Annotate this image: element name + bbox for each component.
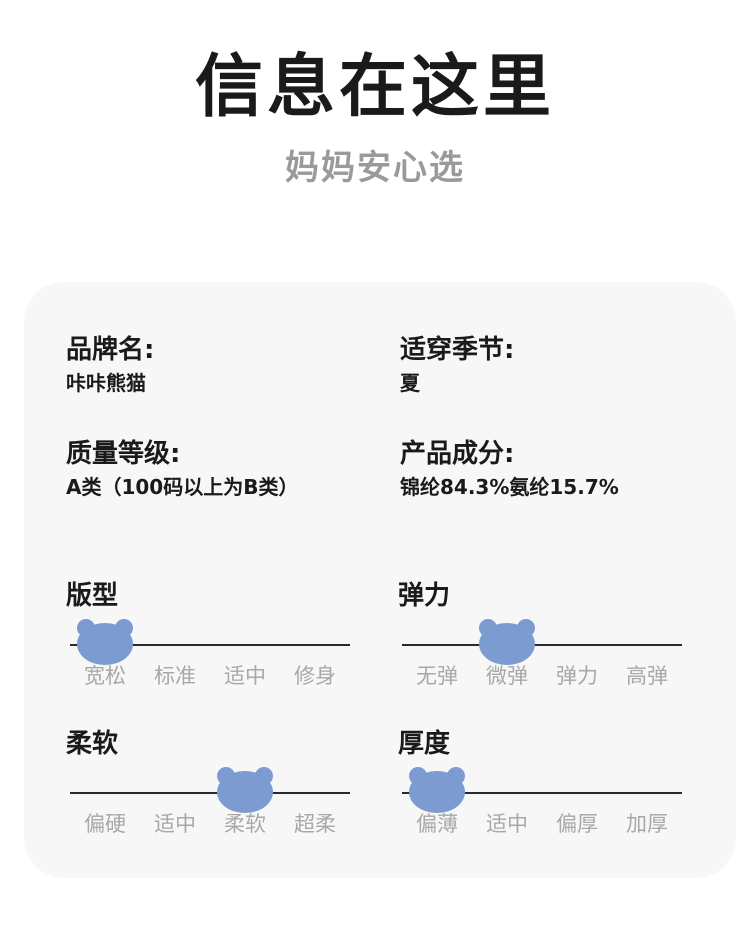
scale-softness-option-0: 偏硬 [84,812,126,836]
scale-softness-track [70,792,350,794]
page-subtitle: 妈妈安心选 [285,148,465,188]
scale-softness-title: 柔软 [66,729,119,759]
scale-thickness-track [402,792,682,794]
scale-fit-option-1: 标准 [154,664,196,688]
info-brand-value: 咔咔熊猫 [66,371,146,395]
bear-indicator-icon [477,616,537,666]
info-quality: 质量等级: A类（100码以上为B类） [66,438,298,500]
bear-indicator-icon [215,764,275,814]
info-material: 产品成分: 锦纶84.3%氨纶15.7% [400,438,619,500]
info-material-value: 锦纶84.3%氨纶15.7% [400,475,619,499]
scale-softness-option-3: 超柔 [294,812,336,836]
scale-elasticity-option-0: 无弹 [416,664,458,688]
scale-softness-option-2: 柔软 [224,812,266,836]
info-season-label: 适穿季节: [400,335,515,365]
scale-thickness-title: 厚度 [398,729,451,759]
scale-elasticity-title: 弹力 [398,581,451,611]
bear-indicator-icon [75,616,135,666]
scale-thickness-option-0: 偏薄 [416,812,458,836]
page-title: 信息在这里 [194,48,555,127]
scale-thickness-option-2: 偏厚 [556,812,598,836]
scale-fit-option-2: 适中 [224,664,266,688]
info-quality-value: A类（100码以上为B类） [66,475,299,499]
info-material-label: 产品成分: [400,439,515,469]
scale-elasticity-option-1: 微弹 [486,664,528,688]
scale-elasticity-option-2: 弹力 [556,664,598,688]
scale-fit-option-0: 宽松 [84,664,126,688]
info-brand-label: 品牌名: [66,335,155,365]
scale-elasticity-track [402,644,682,646]
scale-softness-option-1: 适中 [154,812,196,836]
info-quality-label: 质量等级: [66,439,181,469]
scale-fit-title: 版型 [66,581,119,611]
scale-thickness-option-3: 加厚 [626,812,668,836]
info-season: 适穿季节: 夏 [400,334,514,396]
scale-fit-track [70,644,350,646]
scale-fit-option-3: 修身 [294,664,336,688]
info-season-value: 夏 [400,371,420,395]
scale-thickness-option-1: 适中 [486,812,528,836]
info-card: 品牌名: 咔咔熊猫 适穿季节: 夏 质量等级: A类（100码以上为B类） 产品… [24,282,736,878]
info-brand: 品牌名: 咔咔熊猫 [66,334,154,396]
scale-elasticity-option-3: 高弹 [626,664,668,688]
bear-indicator-icon [407,764,467,814]
